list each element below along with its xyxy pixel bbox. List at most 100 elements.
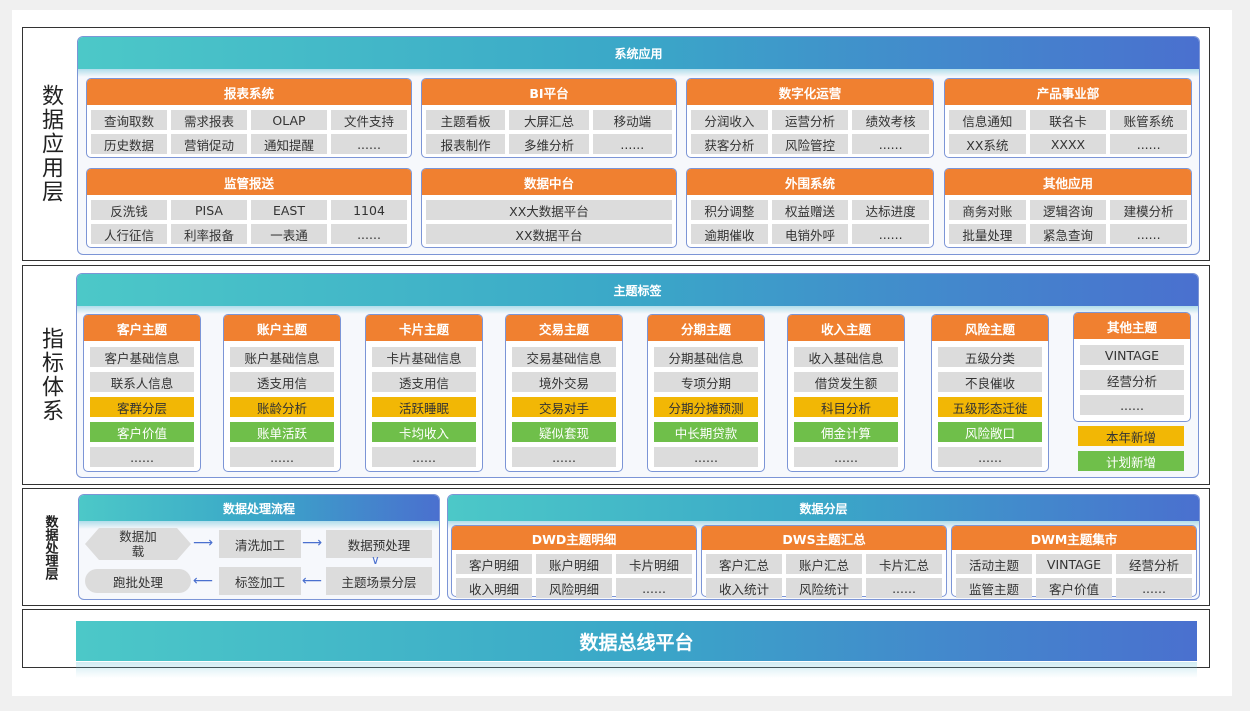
app-layer: 数据应用层 系统应用 报表系统 查询取数 需求报表 OLAP 文件支持 历史数据… xyxy=(22,27,1210,261)
app-item: 营销促动 xyxy=(171,134,247,154)
dwm-item: 客户价值 xyxy=(1036,578,1112,598)
dwm-item: VINTAGE xyxy=(1036,554,1112,574)
topic-item-planned: 佣金计算 xyxy=(794,422,898,442)
app-item: 批量处理 xyxy=(949,224,1026,244)
topic-item-planned: 风险敞口 xyxy=(938,422,1042,442)
arrow-down-icon: ∨ xyxy=(371,553,380,567)
app-item: 绩效考核 xyxy=(852,110,929,130)
data-layering-panel: 数据分层 DWD主题明细 客户明细 账户明细 卡片明细 收入明细 风险明细 ..… xyxy=(447,494,1200,600)
topic-title: 分期主题 xyxy=(648,315,764,341)
topic-item: 不良催收 xyxy=(938,372,1042,392)
app-item: 电销外呼 xyxy=(771,224,849,244)
app-item: 运营分析 xyxy=(771,110,849,130)
flow-title: 数据处理流程 xyxy=(79,495,439,529)
app-layer-label: 数据应用层 xyxy=(38,84,63,204)
tag-process-box: 标签加工 xyxy=(219,567,301,595)
app-item: 通知提醒 xyxy=(251,134,327,154)
legend-this-year-new: 本年新增 xyxy=(1078,426,1184,446)
app-group-digital-ops: 数字化运营 分润收入 运营分析 绩效考核 获客分析 风险管控 ...... xyxy=(686,78,934,158)
topic-item: 境外交易 xyxy=(512,372,616,392)
topic-item: 专项分期 xyxy=(654,372,758,392)
app-item: 1104 xyxy=(331,200,407,220)
app-group-title: 外围系统 xyxy=(687,169,933,195)
app-item: 报表制作 xyxy=(426,134,506,154)
topic-transaction: 交易主题 交易基础信息 境外交易 交易对手 疑似套现 ...... xyxy=(505,314,623,472)
app-item: 历史数据 xyxy=(91,134,167,154)
topic-card: 卡片主题 卡片基础信息 透支用信 活跃睡眠 卡均收入 ...... xyxy=(365,314,483,472)
app-item: 分润收入 xyxy=(691,110,768,130)
app-item: XXXX xyxy=(1029,134,1107,154)
flow-panel: 数据处理流程 数据加载 ⟶ 清洗加工 ⟶ 数据预处理 ∨ 跑批处理 ⟵ 标签加工… xyxy=(78,494,440,600)
app-item: 人行征信 xyxy=(91,224,167,244)
app-panel: 系统应用 报表系统 查询取数 需求报表 OLAP 文件支持 历史数据 营销促动 … xyxy=(77,36,1200,255)
data-layering-title: 数据分层 xyxy=(448,495,1199,529)
process-layer: 数据处理层 数据处理流程 数据加载 ⟶ 清洗加工 ⟶ 数据预处理 ∨ 跑批处理 … xyxy=(22,488,1210,606)
arrow-right-icon: ⟶ xyxy=(302,535,323,551)
topic-account: 账户主题 账户基础信息 透支用信 账龄分析 账单活跃 ...... xyxy=(223,314,341,472)
topic-item: ...... xyxy=(938,447,1042,467)
app-item: 信息通知 xyxy=(949,110,1026,130)
app-group-title: 其他应用 xyxy=(945,169,1191,195)
topic-item: 交易基础信息 xyxy=(512,347,616,367)
topic-item-planned: 账单活跃 xyxy=(230,422,334,442)
topic-item-planned: 客户价值 xyxy=(90,422,194,442)
dwm-item: 经营分析 xyxy=(1116,554,1192,574)
topic-item: 收入基础信息 xyxy=(794,347,898,367)
topic-title: 其他主题 xyxy=(1074,313,1190,339)
app-group-other: 其他应用 商务对账 逻辑咨询 建模分析 批量处理 紧急查询 ...... xyxy=(944,168,1192,248)
arrow-right-icon: ⟶ xyxy=(193,535,214,551)
topic-item: 透支用信 xyxy=(372,372,476,392)
topic-item: ...... xyxy=(794,447,898,467)
app-item: OLAP xyxy=(251,110,327,130)
app-item: ...... xyxy=(592,134,672,154)
app-group-title: 数字化运营 xyxy=(687,79,933,105)
dwd-item: 客户明细 xyxy=(456,554,532,574)
topic-income: 收入主题 收入基础信息 借贷发生额 科目分析 佣金计算 ...... xyxy=(787,314,905,472)
app-item: XX数据平台 xyxy=(426,224,672,244)
topic-customer: 客户主题 客户基础信息 联系人信息 客群分层 客户价值 ...... xyxy=(83,314,201,472)
topic-item: 客户基础信息 xyxy=(90,347,194,367)
topic-item: ...... xyxy=(512,447,616,467)
app-item: 账管系统 xyxy=(1110,110,1187,130)
topic-title: 客户主题 xyxy=(84,315,200,341)
dwm-title: DWM主题集市 xyxy=(952,526,1196,550)
index-layer-label: 指标体系 xyxy=(38,327,63,423)
topic-other: 其他主题 VINTAGE 经营分析 ...... xyxy=(1073,312,1191,422)
topic-scene-layering-box: 主题场景分层 xyxy=(326,567,432,595)
topic-item: VINTAGE xyxy=(1080,345,1184,365)
batch-process-shape xyxy=(85,569,191,593)
topic-item-new: 客群分层 xyxy=(90,397,194,417)
dws-item: 账户汇总 xyxy=(786,554,862,574)
topic-item-planned: 疑似套现 xyxy=(512,422,616,442)
topic-item-new: 科目分析 xyxy=(794,397,898,417)
data-bus-platform: 数据总线平台 xyxy=(76,621,1197,661)
index-panel: 主题标签 客户主题 客户基础信息 联系人信息 客群分层 客户价值 ...... … xyxy=(76,273,1199,478)
app-group-title: 报表系统 xyxy=(87,79,411,105)
app-item: 建模分析 xyxy=(1110,200,1187,220)
topic-risk: 风险主题 五级分类 不良催收 五级形态迁徙 风险敞口 ...... xyxy=(931,314,1049,472)
dws-item: 客户汇总 xyxy=(706,554,782,574)
app-item: 积分调整 xyxy=(691,200,768,220)
topic-item: ...... xyxy=(1080,395,1184,415)
dwm-item: 监管主题 xyxy=(956,578,1032,598)
app-item: ...... xyxy=(1110,224,1187,244)
app-item: 风险管控 xyxy=(771,134,849,154)
app-item: XX大数据平台 xyxy=(426,200,672,220)
app-item: 商务对账 xyxy=(949,200,1026,220)
app-item: ...... xyxy=(331,224,407,244)
app-item: ...... xyxy=(852,134,929,154)
index-layer: 指标体系 主题标签 客户主题 客户基础信息 联系人信息 客群分层 客户价值 ..… xyxy=(22,265,1210,485)
app-item: 文件支持 xyxy=(331,110,407,130)
dwd-item: 账户明细 xyxy=(536,554,612,574)
arrow-left-icon: ⟵ xyxy=(193,573,214,589)
topic-item-new: 活跃睡眠 xyxy=(372,397,476,417)
app-item: XX系统 xyxy=(949,134,1026,154)
app-group-title: 产品事业部 xyxy=(945,79,1191,105)
clean-process-box: 清洗加工 xyxy=(219,530,301,558)
topic-item: 账户基础信息 xyxy=(230,347,334,367)
app-item: 主题看板 xyxy=(426,110,506,130)
topic-item-planned: 卡均收入 xyxy=(372,422,476,442)
app-group-title: 监管报送 xyxy=(87,169,411,195)
bus-layer: 数据总线平台 xyxy=(22,609,1210,678)
app-item: 紧急查询 xyxy=(1029,224,1107,244)
